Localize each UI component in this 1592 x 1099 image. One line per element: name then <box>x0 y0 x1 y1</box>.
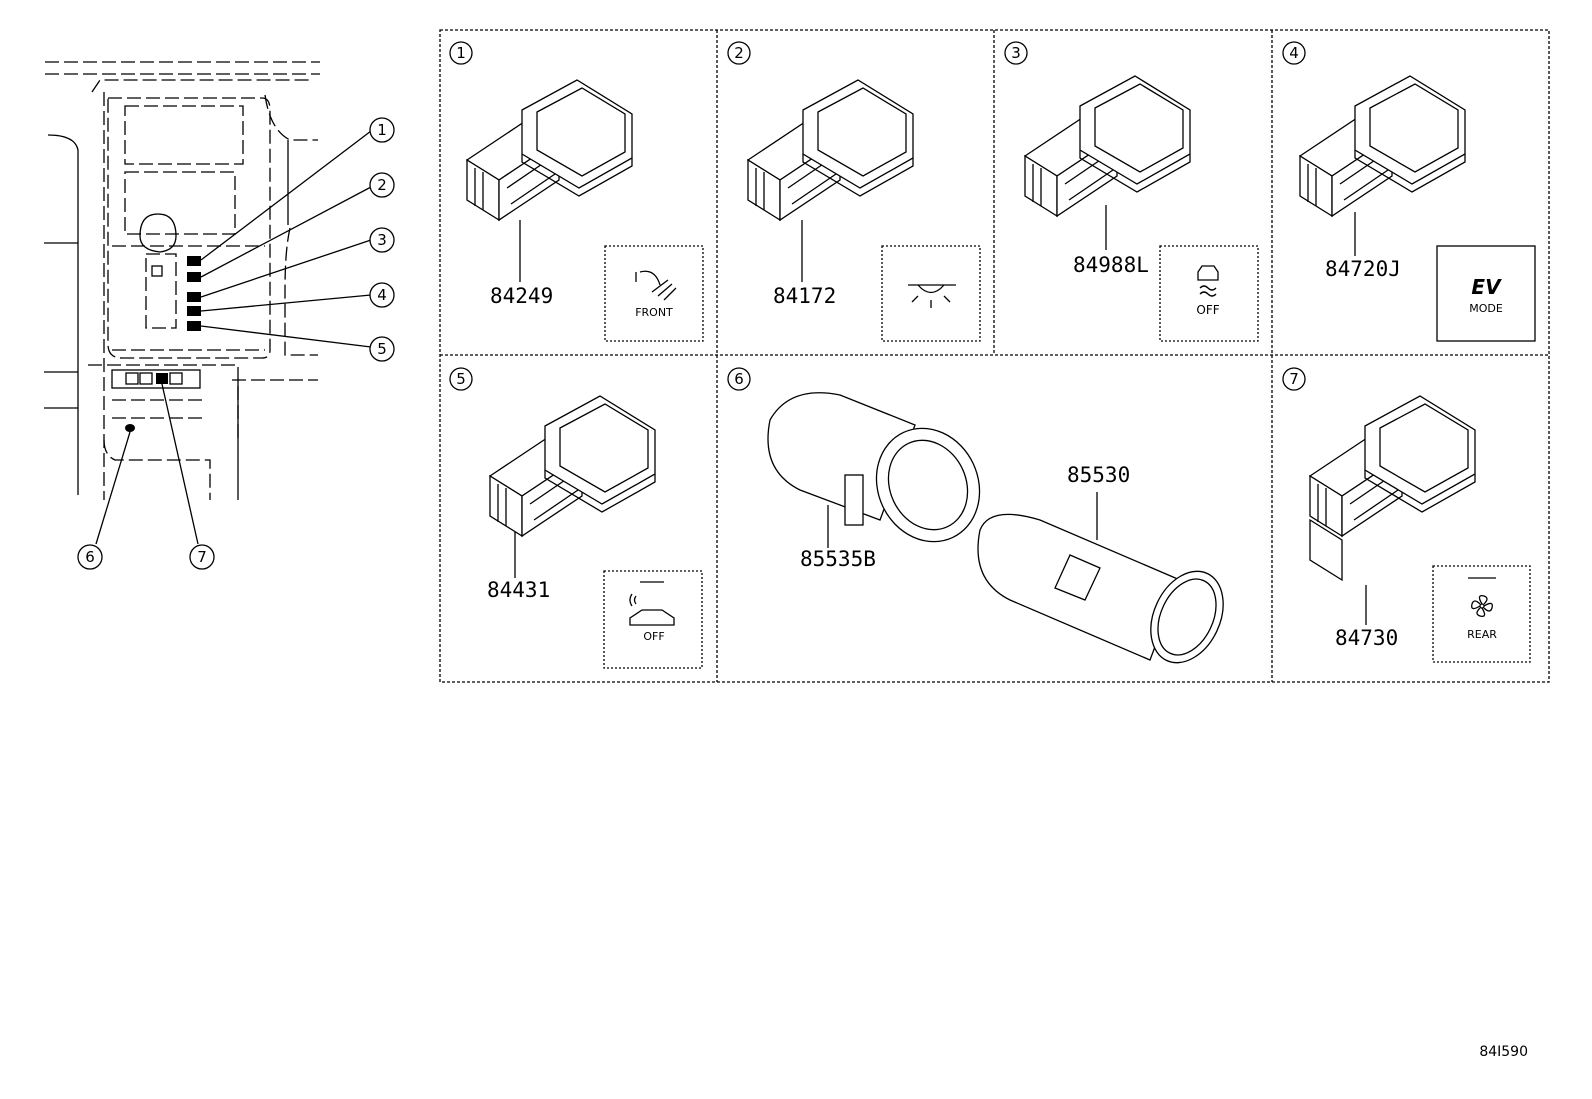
part-number: 84988L <box>1073 253 1149 277</box>
icon-text: OFF <box>643 630 664 643</box>
socket-85530 <box>977 513 1224 664</box>
ev-mode-icon: EV MODE <box>1469 275 1503 315</box>
part-number: 84730 <box>1335 626 1398 650</box>
panel-grid <box>439 29 1550 683</box>
icon-subtext: MODE <box>1469 302 1503 315</box>
callout-label: 7 <box>197 548 207 566</box>
part-number: 85530 <box>1067 463 1130 487</box>
callout-label: 1 <box>377 121 387 139</box>
panel-index: 3 <box>1011 44 1021 62</box>
part-number: 84172 <box>773 284 836 308</box>
panel-4: 84720J EV MODE <box>1299 75 1536 342</box>
rear-fan-icon: REAR <box>1467 577 1497 641</box>
panel-2: 84172 <box>747 79 981 342</box>
console-overview <box>44 61 372 545</box>
icon-text: OFF <box>1196 303 1219 317</box>
panel-index: 4 <box>1289 44 1299 62</box>
part-number: 84720J <box>1325 257 1401 281</box>
panel-7: 84730 REAR <box>1309 395 1531 663</box>
panel-1: 84249 FRONT <box>466 79 704 342</box>
intrusion-sensor-off-icon: OFF <box>629 581 675 643</box>
panel-6: 85535B 85530 <box>767 392 1224 664</box>
icon-text: EV <box>1471 275 1502 299</box>
icon-text: FRONT <box>635 306 673 319</box>
panel-5: 84431 OFF <box>487 395 703 669</box>
callout-label: 6 <box>85 548 95 566</box>
panel-index-circles: 1 2 3 4 5 6 7 <box>449 41 1306 391</box>
socket-85535B <box>767 392 981 543</box>
callout-label: 3 <box>377 231 387 249</box>
panel-index: 7 <box>1289 370 1299 388</box>
diagram-id: 84I590 <box>1479 1044 1528 1060</box>
part-number: 85535B <box>800 547 876 571</box>
callout-label: 5 <box>377 340 387 358</box>
traction-control-off-icon: OFF <box>1196 265 1220 317</box>
callout-label: 4 <box>377 286 387 304</box>
panel-index: 5 <box>456 370 466 388</box>
interior-light-icon <box>908 284 956 308</box>
icon-text: REAR <box>1467 628 1497 641</box>
front-fog-light-icon: FRONT <box>635 270 677 319</box>
part-number: 84249 <box>490 284 553 308</box>
panel-index: 1 <box>456 44 466 62</box>
panel-3: 84988L OFF <box>1024 75 1259 342</box>
panel-index: 6 <box>734 370 744 388</box>
callout-circles: 1 2 3 4 5 6 7 <box>77 117 395 570</box>
part-number: 84431 <box>487 578 550 602</box>
panel-index: 2 <box>734 44 744 62</box>
callout-label: 2 <box>377 176 387 194</box>
